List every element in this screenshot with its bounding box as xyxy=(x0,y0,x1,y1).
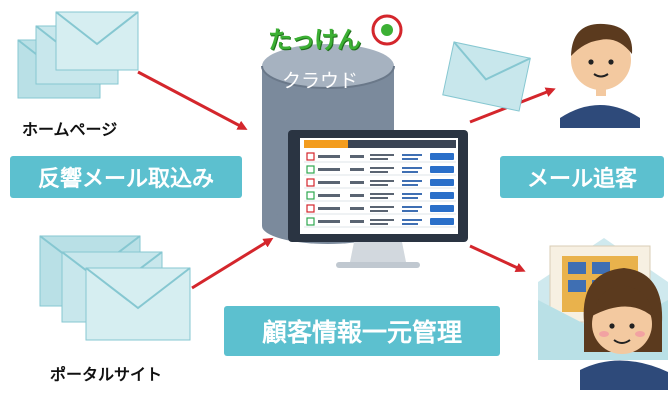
arrow-homepage-to-cloud xyxy=(137,70,248,130)
outgoing-envelope-icon xyxy=(442,41,531,112)
response-import-badge: 反響メール取込み xyxy=(10,156,242,198)
table-row xyxy=(304,152,456,163)
homepage-label: ホームページ xyxy=(22,120,118,139)
envelope-icon xyxy=(55,11,139,71)
customer-woman-avatar xyxy=(580,268,668,390)
table-row xyxy=(304,165,456,176)
table-row xyxy=(304,191,456,202)
portal-envelope-stack xyxy=(39,235,191,341)
homepage-envelope-stack xyxy=(17,11,139,99)
cloud-label: クラウド xyxy=(282,70,359,92)
customer-management-badge: 顧客情報一元管理 xyxy=(224,306,500,356)
table-row xyxy=(304,217,456,228)
customer-man-avatar xyxy=(560,23,640,128)
mail-followup-badge: メール追客 xyxy=(500,156,664,198)
table-row xyxy=(304,204,456,215)
arrow-portal-to-cloud xyxy=(191,237,274,290)
brand-logo-text: たっけん xyxy=(268,26,361,54)
tahkken-logo xyxy=(371,14,403,46)
envelope-icon xyxy=(85,267,191,341)
arrow-to-customer-bottom xyxy=(469,244,526,273)
table-row xyxy=(304,178,456,189)
portal-site-label: ポータルサイト xyxy=(50,365,163,384)
monitor-icon xyxy=(288,130,468,268)
